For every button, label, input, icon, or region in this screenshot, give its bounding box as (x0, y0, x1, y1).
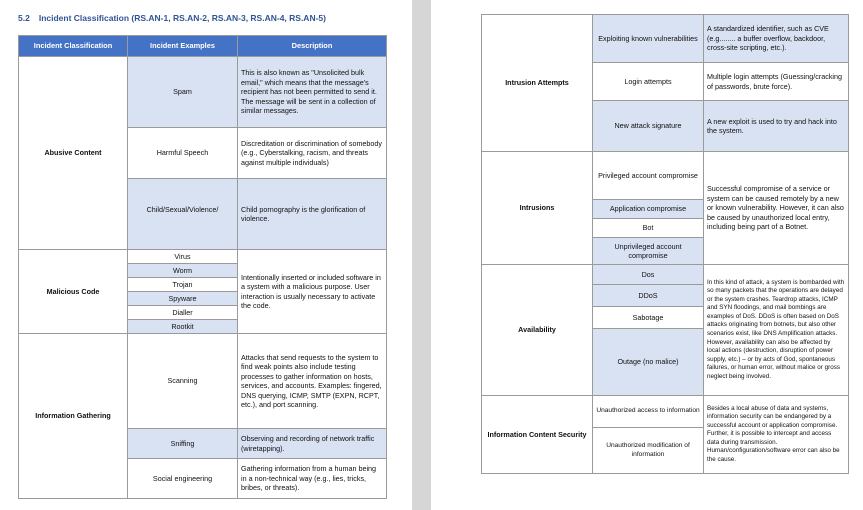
table-row: Information Content Security Unauthorize… (481, 395, 849, 474)
description-sniffing: Observing and recording of network traff… (237, 428, 387, 459)
example-unauthorized-modification: Unauthorized modification of information (592, 427, 704, 474)
table-row: New attack signature A new exploit is us… (482, 100, 849, 152)
example-ddos: DDoS (592, 284, 704, 307)
description-harmful-speech: Discreditation or discrimination of some… (237, 127, 387, 179)
category-intrusions: Intrusions (481, 151, 593, 265)
category-information-gathering: Information Gathering (18, 333, 128, 499)
right-page: Intrusion Attempts Exploiting known vuln… (431, 0, 863, 510)
example-new-attack-signature: New attack signature (592, 100, 704, 152)
example-privileged-account-compromise: Privileged account compromise (592, 151, 704, 200)
description-child-sexual-violence: Child pornography is the glorification o… (237, 178, 387, 250)
example-rootkit: Rootkit (127, 319, 238, 334)
category-abusive-content: Abusive Content (18, 56, 128, 250)
left-page: 5.2 Incident Classification (RS.AN-1, RS.… (0, 0, 412, 510)
description-spam: This is also known as "Unsolicited bulk … (237, 56, 387, 128)
table-row: Sniffing Observing and recording of netw… (19, 428, 387, 459)
section-number: 5.2 (18, 13, 30, 23)
table-row: Outage (no malice) (482, 328, 849, 396)
incident-classification-table-continued: Intrusion Attempts Exploiting known vuln… (481, 14, 849, 474)
description-exploiting-known-vulnerabilities: A standardized identifier, such as CVE (… (703, 14, 849, 63)
description-information-content-security: Besides a local abuse of data and system… (703, 395, 849, 474)
example-sabotage: Sabotage (592, 306, 704, 329)
header-incident-examples: Incident Examples (127, 35, 238, 57)
example-outage-no-malice: Outage (no malice) (592, 328, 704, 396)
header-description: Description (237, 35, 387, 57)
category-intrusion-attempts: Intrusion Attempts (481, 14, 593, 152)
description-availability: In this kind of attack, a system is bomb… (703, 264, 849, 396)
table-row: Harmful Speech Discreditation or discrim… (19, 127, 387, 179)
description-intrusions: Successful compromise of a service or sy… (703, 151, 849, 265)
example-login-attempts: Login attempts (592, 62, 704, 101)
table-row: Availability Dos In this kind of attack,… (481, 264, 849, 396)
description-login-attempts: Multiple login attempts (Guessing/cracki… (703, 62, 849, 101)
table-row: Abusive Content Spam This is also known … (18, 56, 387, 250)
header-incident-classification: Incident Classification (18, 35, 128, 57)
table-row: DDoS (482, 284, 849, 307)
example-social-engineering: Social engineering (127, 458, 238, 499)
example-worm: Worm (127, 263, 238, 278)
table-row: Social engineering Gathering information… (19, 458, 387, 499)
example-child-sexual-violence: Child/Sexual/Violence/ (127, 178, 238, 250)
table-row: Unprivileged account compromise (482, 237, 849, 265)
example-virus: Virus (127, 249, 238, 264)
example-trojan: Trojan (127, 277, 238, 292)
description-social-engineering: Gathering information from a human being… (237, 458, 387, 499)
table-row: Login attempts Multiple login attempts (… (482, 62, 849, 101)
description-new-attack-signature: A new exploit is used to try and hack in… (703, 100, 849, 152)
example-unprivileged-account-compromise: Unprivileged account compromise (592, 237, 704, 265)
section-heading: 5.2 Incident Classification (RS.AN-1, RS.… (18, 13, 326, 23)
category-malicious-code: Malicious Code (18, 249, 128, 334)
example-dos: Dos (592, 264, 704, 285)
table-row: Intrusions Privileged account compromise… (481, 151, 849, 265)
example-dialler: Dialler (127, 305, 238, 320)
incident-classification-table: Incident Classification Incident Example… (18, 35, 387, 499)
table-row: Worm (19, 263, 387, 278)
description-scanning: Attacks that send requests to the system… (237, 333, 387, 429)
example-harmful-speech: Harmful Speech (127, 127, 238, 179)
example-scanning: Scanning (127, 333, 238, 429)
table-row: Unauthorized modification of information (482, 427, 849, 474)
table-row: Intrusion Attempts Exploiting known vuln… (481, 14, 849, 152)
example-exploiting-known-vulnerabilities: Exploiting known vulnerabilities (592, 14, 704, 63)
table-header-row: Incident Classification Incident Example… (18, 35, 387, 57)
example-unauthorized-access: Unauthorized access to information (592, 395, 704, 428)
table-row: Information Gathering Scanning Attacks t… (18, 333, 387, 499)
table-row: Application compromise (482, 199, 849, 219)
category-availability: Availability (481, 264, 593, 396)
example-spam: Spam (127, 56, 238, 128)
example-application-compromise: Application compromise (592, 199, 704, 219)
example-sniffing: Sniffing (127, 428, 238, 459)
category-information-content-security: Information Content Security (481, 395, 593, 474)
table-row: Malicious Code Virus Intentionally inser… (18, 249, 387, 334)
table-row: Child/Sexual/Violence/ Child pornography… (19, 178, 387, 250)
example-spyware: Spyware (127, 291, 238, 306)
description-malicious-code: Intentionally inserted or included softw… (237, 249, 387, 334)
section-title: Incident Classification (RS.AN-1, RS.AN-… (38, 13, 326, 23)
example-bot: Bot (592, 218, 704, 238)
